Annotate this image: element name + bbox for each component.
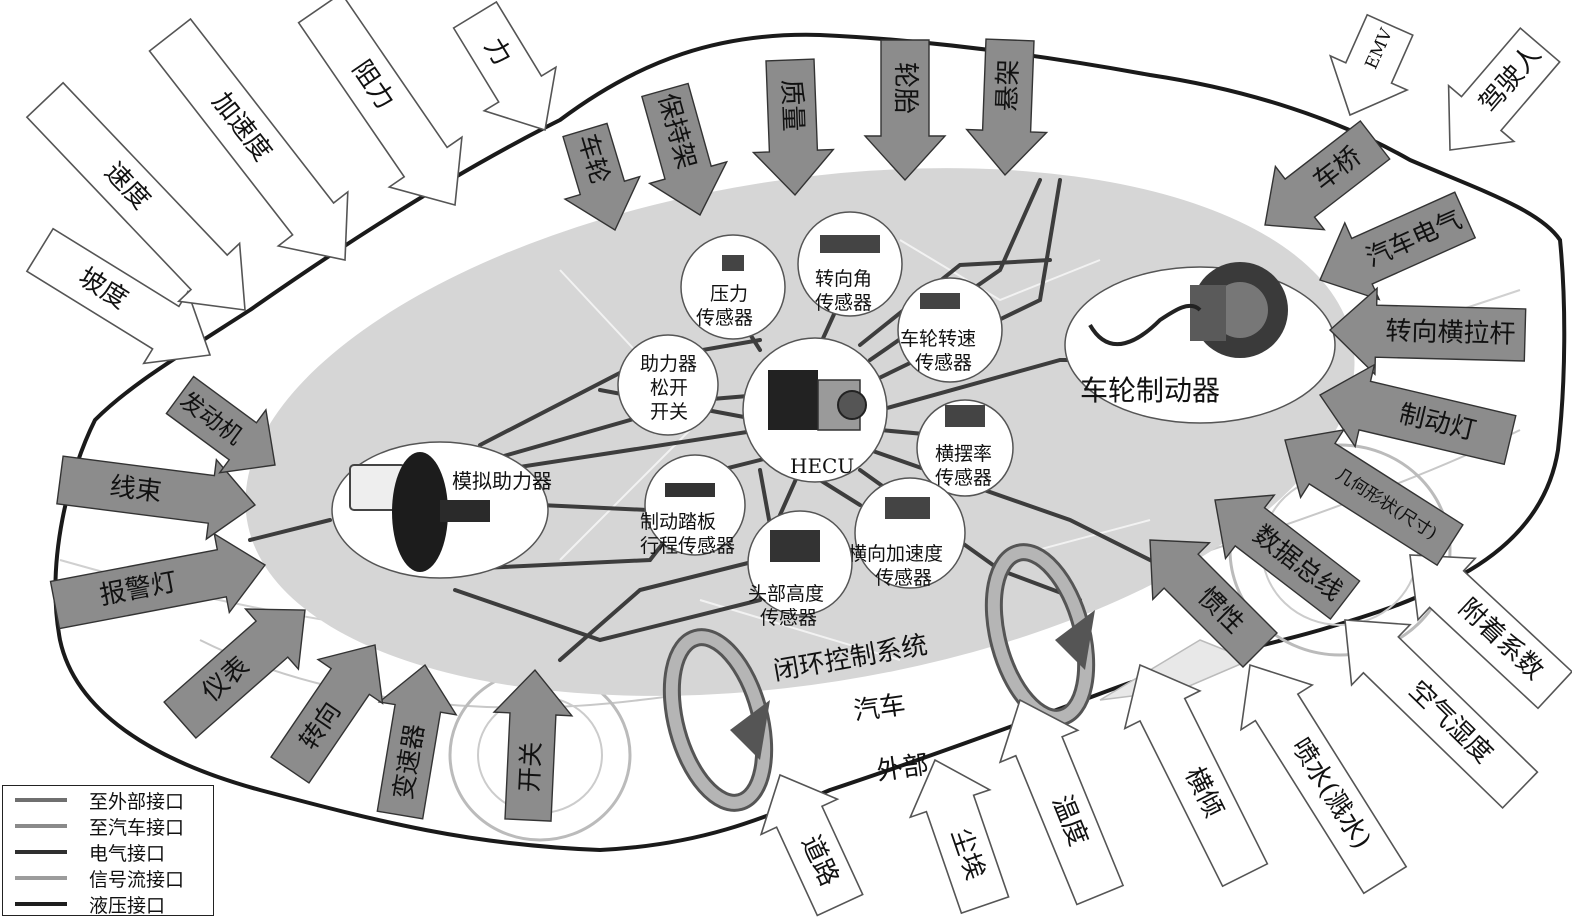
vehicle-input-arrow-8: 制动灯 [1320, 365, 1516, 465]
legend-row-external: 至外部接口 [3, 786, 213, 811]
sensor-pedal-travel-line2: 行程传感器 [640, 535, 735, 557]
hecu-node: HECU [743, 338, 887, 482]
sensor-steering-angle-line2: 传感器 [815, 292, 872, 314]
sensor-wheel-speed: 车轮转速 传感器 [898, 278, 1002, 382]
vehicle-input-arrow-label-12: 开关 [515, 741, 546, 793]
vehicle-input-arrow-16: 报警灯 [51, 534, 266, 629]
sensor-booster-switch-line1: 助力器 [640, 353, 697, 375]
vehicle-input-arrow-label-2: 质量 [776, 79, 808, 132]
sensor-pressure-line1: 压力 [710, 283, 748, 305]
external-input-arrow-5: EMV [1330, 15, 1413, 115]
sensor-booster-switch: 助力器 松开 开关 [618, 335, 718, 435]
legend-label-electrical: 电气接口 [89, 839, 165, 866]
sensor-wheel-speed-line2: 传感器 [915, 352, 972, 374]
vehicle-input-arrow-4: 悬架 [967, 39, 1047, 175]
legend-line-signal [15, 876, 67, 880]
legend-label-external: 至外部接口 [89, 787, 184, 814]
sensor-yaw-rate-line1: 横摆率 [935, 443, 992, 465]
sensor-pressure-line2: 传感器 [696, 307, 753, 329]
sensor-booster-switch-line3: 开关 [650, 401, 688, 423]
sensor-booster-switch-line2: 松开 [650, 377, 688, 399]
vehicle-input-arrow-18: 发动机 [166, 377, 275, 473]
hecu-label: HECU [790, 454, 854, 478]
external-input-arrow-3: 阻力 [299, 0, 462, 205]
sensor-head-height-line2: 传感器 [760, 607, 817, 629]
wheel-brake-label: 车轮制动器 [1080, 374, 1220, 407]
sensor-lateral-accel-line2: 传感器 [875, 567, 932, 589]
sensor-yaw-rate-line2: 传感器 [935, 467, 992, 489]
legend-row-electrical: 电气接口 [3, 838, 213, 863]
vehicle-input-arrow-14: 转向 [271, 645, 383, 783]
sensor-steering-angle: 转向角 传感器 [798, 212, 902, 316]
external-input-arrow-6: 驾驶人 [1449, 28, 1560, 150]
external-label: 外部 [875, 750, 931, 787]
sensor-steering-angle-line1: 转向角 [815, 268, 872, 290]
vehicle-input-arrow-6: 汽车电气 [1320, 192, 1475, 299]
legend-line-electrical [15, 850, 67, 854]
vehicle-input-arrow-label-7: 转向横拉杆 [1385, 316, 1516, 349]
sensor-pressure: 压力 传感器 [681, 235, 785, 339]
sensor-head-height-line1: 头部高度 [748, 583, 824, 605]
vehicle-input-arrow-label-4: 悬架 [992, 59, 1024, 112]
sensor-pedal-travel-line1: 制动踏板 [640, 511, 716, 533]
legend-line-hydraulic [15, 902, 67, 906]
legend-row-vehicle: 至汽车接口 [3, 812, 213, 837]
sensor-lateral-accel-line1: 横向加速度 [848, 543, 943, 565]
legend-label-vehicle: 至汽车接口 [89, 813, 184, 840]
external-input-arrow-shape-4 [454, 2, 556, 130]
legend-row-hydraulic: 液压接口 [3, 890, 213, 915]
sensor-wheel-speed-line1: 车轮转速 [900, 328, 976, 350]
legend-line-vehicle [15, 824, 67, 828]
legend: 至外部接口 至汽车接口 电气接口 信号流接口 液压接口 [2, 785, 214, 916]
booster-label: 模拟助力器 [452, 469, 552, 493]
external-input-arrow-11: 温度 [1000, 700, 1123, 905]
vehicle-input-arrow-7: 转向横拉杆 [1330, 288, 1526, 374]
legend-line-external [15, 798, 67, 802]
external-input-arrow-13: 道路 [761, 775, 863, 916]
external-input-arrow-4: 力 [454, 2, 556, 130]
legend-label-hydraulic: 液压接口 [89, 891, 165, 918]
legend-label-signal: 信号流接口 [89, 865, 184, 892]
vehicle-input-arrow-13: 变速器 [377, 665, 456, 819]
vehicle-input-arrow-2: 质量 [753, 59, 833, 195]
legend-row-signal: 信号流接口 [3, 864, 213, 889]
vehicle-input-arrow-12: 开关 [494, 670, 572, 821]
external-input-arrow-12: 尘埃 [910, 760, 1008, 913]
vehicle-label: 汽车 [852, 690, 908, 727]
vehicle-input-arrow-3: 轮胎 [865, 40, 945, 180]
vehicle-input-arrow-5: 车桥 [1265, 121, 1390, 230]
vehicle-input-arrow-label-3: 轮胎 [890, 62, 920, 114]
